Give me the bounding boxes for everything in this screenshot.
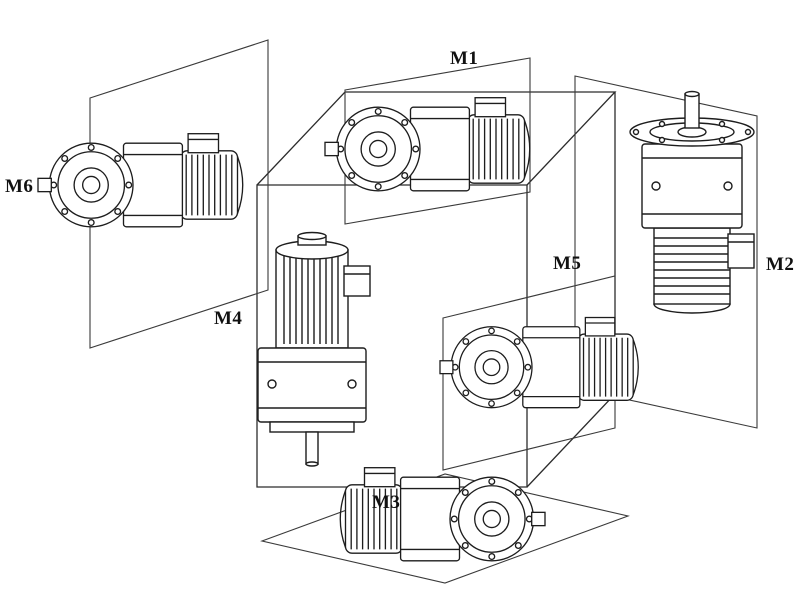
gearmotor-m1-drawing <box>324 97 531 192</box>
gearmotor-m4-drawing <box>257 231 371 467</box>
label-m4: M4 <box>214 308 243 329</box>
gearmotor-m2-drawing <box>629 90 755 314</box>
mounting-plane-m5 <box>442 275 616 471</box>
label-m3: M3 <box>372 492 401 513</box>
gearmotor-m6-drawing <box>37 133 244 228</box>
gearmotor-m5-drawing <box>439 316 639 409</box>
label-m6: M6 <box>5 176 34 197</box>
mounting-plane-m1 <box>344 57 531 225</box>
label-m5: M5 <box>553 253 582 274</box>
mounting-plane-m6 <box>89 39 269 349</box>
label-m2: M2 <box>766 254 795 275</box>
gearmotor-m3-drawing <box>339 467 546 562</box>
label-m1: M1 <box>450 48 479 69</box>
